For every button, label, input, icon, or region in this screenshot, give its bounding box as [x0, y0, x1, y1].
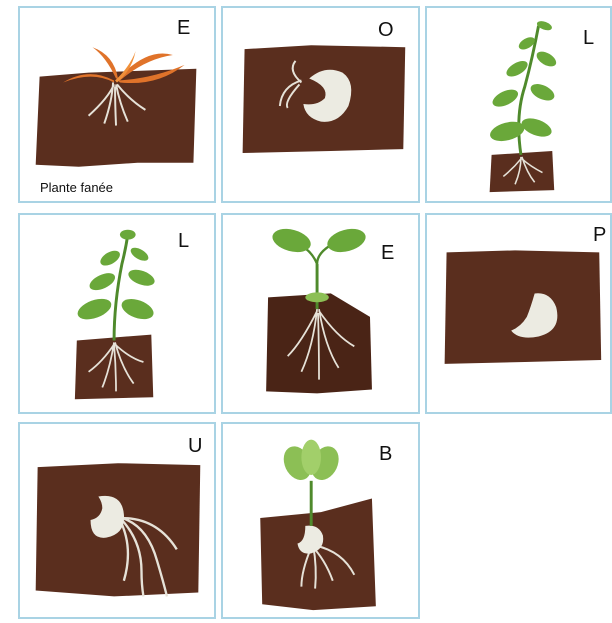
- card-tall-plant: L: [425, 6, 612, 203]
- card-seed: P: [425, 213, 612, 414]
- card-letter: B: [379, 444, 392, 464]
- card-emerging-bud: B: [221, 422, 420, 619]
- card-seedling: E: [221, 213, 420, 414]
- card-germinating-seed: U: [18, 422, 216, 619]
- card-letter: P: [593, 225, 606, 245]
- card-wilted-plant: E Plante fanée: [18, 6, 216, 203]
- germinating-seed-illustration: [20, 424, 214, 617]
- seed-illustration: [427, 215, 610, 412]
- card-letter: L: [583, 28, 594, 48]
- card-letter: O: [378, 20, 394, 40]
- card-caption: Plante fanée: [40, 181, 113, 194]
- card-leafy-plant: L: [18, 213, 216, 414]
- card-sprouting-seed: O: [221, 6, 420, 203]
- card-letter: E: [381, 243, 394, 263]
- card-letter: L: [178, 231, 189, 251]
- card-letter: E: [177, 18, 190, 38]
- card-letter: U: [188, 436, 202, 456]
